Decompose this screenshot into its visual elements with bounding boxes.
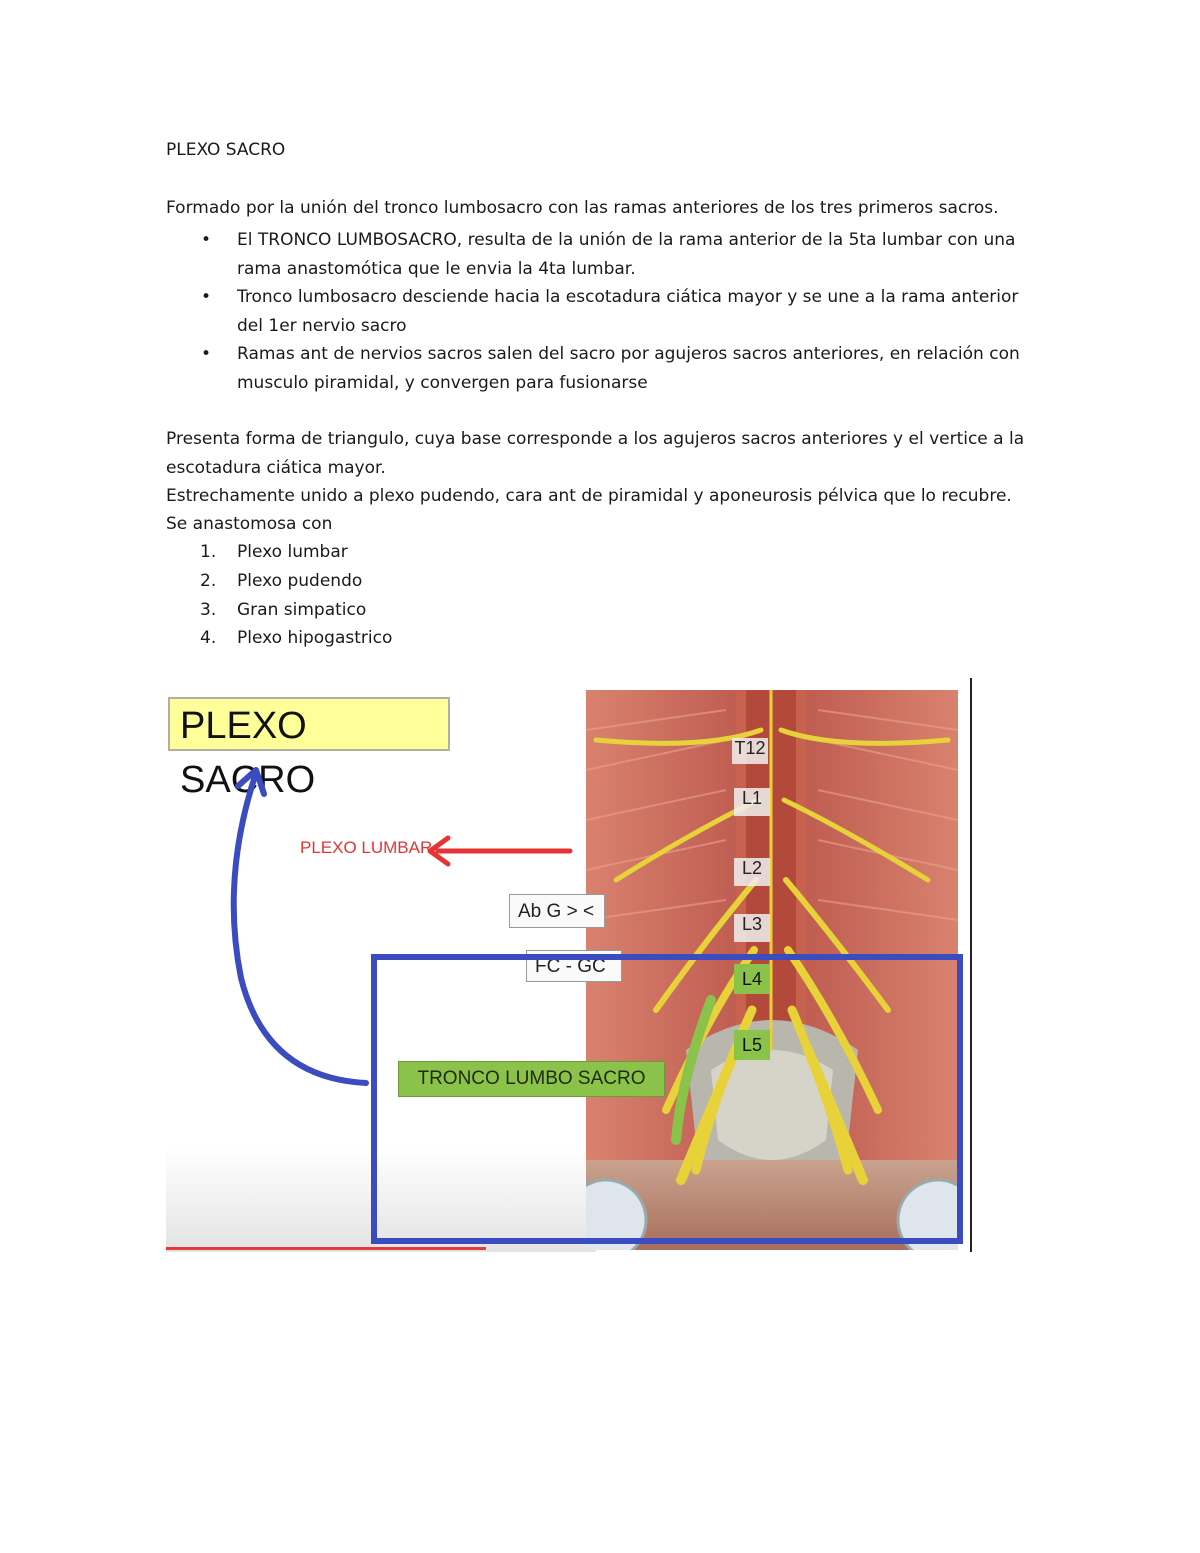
- relation-paragraph: Estrechamente unido a plexo pudendo, car…: [166, 486, 1012, 506]
- highlight-rectangle: [371, 954, 963, 1244]
- abg-label: Ab G > <: [509, 894, 605, 928]
- list-item: 2.Plexo pudendo: [200, 570, 363, 591]
- plexo-lumbar-label: PLEXO LUMBAR: [300, 838, 433, 857]
- figure-background: [166, 1148, 596, 1252]
- blue-arrow: [230, 770, 369, 1086]
- page-title: PLEXO SACRO: [166, 140, 286, 160]
- vertebra-label: T12: [732, 738, 768, 764]
- list-item: 3.Gran simpatico: [200, 599, 367, 620]
- vertebra-label: L2: [734, 858, 770, 886]
- bullet-marker: •: [201, 230, 212, 250]
- list-item: 1.Plexo lumbar: [200, 542, 348, 562]
- shape-paragraph: Presenta forma de triangulo, cuya base c…: [166, 429, 1025, 478]
- vertebra-label: L1: [734, 788, 770, 816]
- red-arrowhead: [427, 835, 451, 867]
- list-item: •Tronco lumbosacro desciende hacia la es…: [166, 283, 1046, 340]
- figure-edge: [970, 678, 972, 1252]
- red-underline: [166, 1247, 486, 1250]
- tronco-lumbo-sacro-label: TRONCO LUMBO SACRO: [398, 1061, 665, 1097]
- vertebra-label: L3: [734, 914, 770, 942]
- intro-paragraph: Formado por la unión del tronco lumbosac…: [166, 198, 999, 218]
- bullet-marker: •: [201, 344, 212, 364]
- list-item: •El TRONCO LUMBOSACRO, resulta de la uni…: [166, 226, 1046, 283]
- vertebra-label: L5: [734, 1030, 770, 1060]
- bullet-list: •El TRONCO LUMBOSACRO, resulta de la uni…: [166, 226, 1046, 397]
- anastomosis-heading: Se anastomosa con: [166, 514, 333, 534]
- blue-arrowhead: [235, 767, 267, 797]
- list-item: •Ramas ant de nervios sacros salen del s…: [166, 340, 1046, 397]
- annotation-arrows: [230, 767, 573, 1086]
- bullet-marker: •: [201, 287, 212, 307]
- plexo-sacro-title-box: PLEXO SACRO: [168, 697, 450, 801]
- vertebra-label: L4: [734, 964, 770, 994]
- anatomy-figure: PLEXO SACRO PLEXO LUMBAR Ab G > < FC - G…: [166, 678, 974, 1252]
- list-item: 4.Plexo hipogastrico: [200, 628, 393, 649]
- anastomosis-list: 1.Plexo lumbar 2.Plexo pudendo 3.Gran si…: [166, 538, 392, 653]
